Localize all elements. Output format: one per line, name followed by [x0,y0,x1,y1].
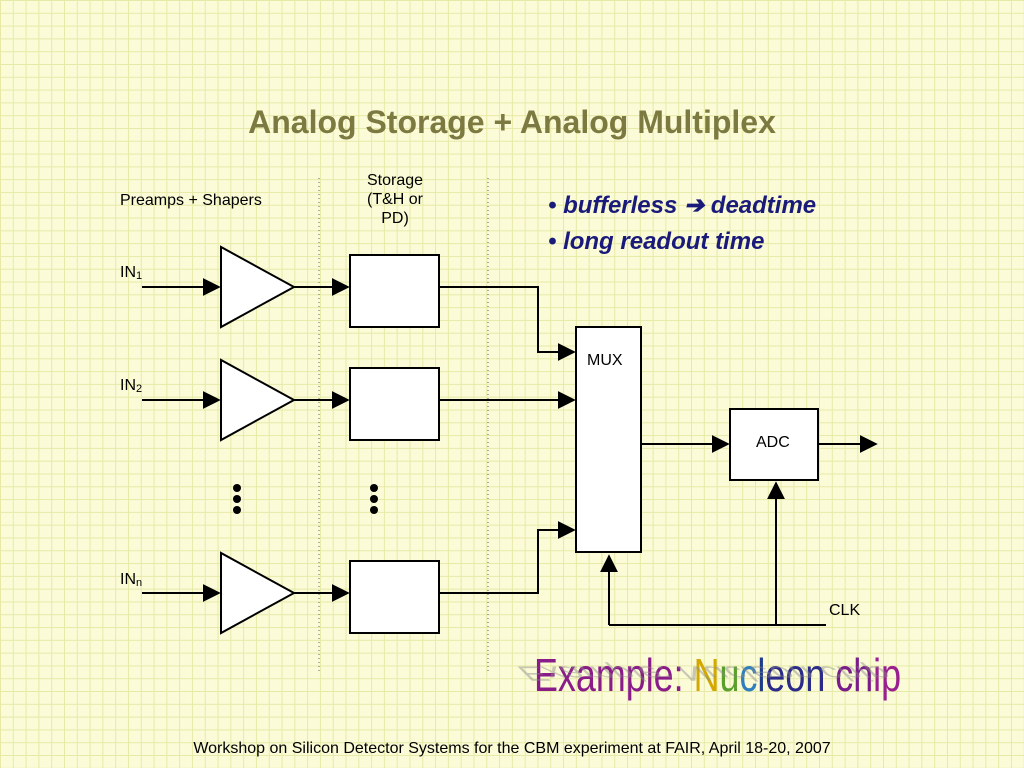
storage-label-line: (T&H or [367,191,423,208]
input-subscript: n [136,577,143,589]
wordart-letter: a [575,649,596,701]
storage-to-mux-wire-1 [440,286,576,361]
wordart-letter: m [595,649,626,701]
wordart-letter: o [785,649,806,701]
clk-label: CLK [829,602,861,619]
wordart-letter: l [645,649,654,701]
mux-block [575,326,642,553]
example-wordart-shadow: Example: Nucleon chip [510,662,901,686]
example-wordart: Example: Nucleon chip Example: Nucleon c… [510,648,901,702]
storage-label-line: Storage [366,172,424,189]
input-label-1: IN1 [120,264,142,282]
preamps-shapers-label: Preamps + Shapers [120,192,262,209]
storage-box-n [349,560,440,634]
bullet-item: • long readout time [548,228,765,255]
wordart-letter: N [693,649,720,701]
wordart-letter: c [835,649,854,701]
wordart-letter: h [853,649,874,701]
wordart-letter: p [881,649,902,701]
bullet-item: • bufferless ➔ deadtime [548,192,817,219]
example-wordart-text: Example: Nucleon chip [534,648,901,702]
input-label-2: IN2 [120,377,142,395]
input-name: IN [120,571,136,588]
adc-block [729,408,819,481]
wordart-letter: i [873,649,882,701]
wordart-letter: c [739,649,758,701]
bullet-list: • bufferless ➔ deadtime • long readout t… [548,188,816,260]
ellipsis-dots-storage [370,484,378,514]
storage-box-2 [349,367,440,441]
wordart-letter: : [673,649,684,701]
storage-label-line: PD) [381,210,409,227]
storage-to-mux-wire-n [440,521,576,594]
input-subscript: 2 [136,383,143,395]
wordart-letter: E [534,649,558,701]
input-name: IN [120,264,136,281]
wordart-letter: e [653,649,674,701]
input-label-n: INn [120,571,142,589]
amplifier-2-icon [220,358,297,442]
amplifier-n-icon [220,551,297,635]
adc-label: ADC [756,434,790,451]
ellipsis-dots-preamps [233,484,241,514]
wordart-letter: l [757,649,766,701]
amplifier-1-icon [220,245,297,329]
wordart-letter: n [805,649,826,701]
storage-box-1 [349,254,440,328]
wordart-letter: x [557,649,576,701]
wordart-letter: p [625,649,646,701]
footer-text: Workshop on Silicon Detector Systems for… [193,740,831,757]
mux-label: MUX [587,352,623,369]
wordart-letter: u [719,649,740,701]
input-subscript: 1 [136,270,143,282]
input-name: IN [120,377,136,394]
wordart-letter: e [765,649,786,701]
slide-title: Analog Storage + Analog Multiplex [248,104,776,140]
storage-label: Storage (T&H or PD) [355,171,435,228]
